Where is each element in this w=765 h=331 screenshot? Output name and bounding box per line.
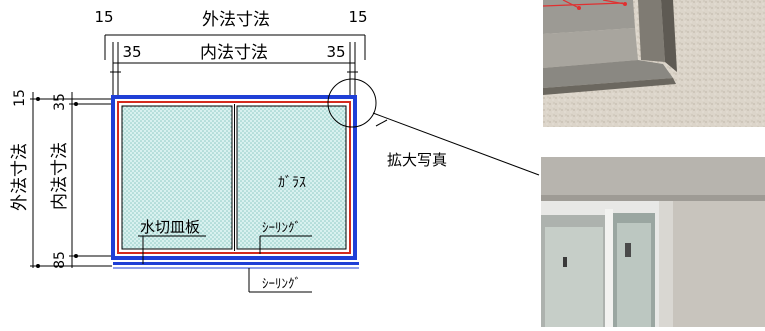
left-dimensions xyxy=(30,92,112,268)
magnify-leader xyxy=(372,112,540,176)
magnify-circle xyxy=(327,78,377,128)
enlarged-photo-sill xyxy=(543,0,765,127)
outer-height-label: 外法寸法 xyxy=(10,143,30,211)
glass-label: ｶﾞﾗｽ xyxy=(278,175,306,191)
window-frame xyxy=(111,95,359,269)
sill-plate-label: 水切皿板 xyxy=(140,218,200,236)
inner-width-label: 内法寸法 xyxy=(200,43,268,63)
sealing-outer-label: ｼｰﾘﾝｸﾞ xyxy=(262,277,301,292)
side-bottom: 85 xyxy=(52,251,68,269)
top-left-margin: 15 xyxy=(94,8,113,26)
outer-width-label: 外法寸法 xyxy=(202,10,270,30)
inner-right-margin: 35 xyxy=(326,43,345,61)
side-top-margin: 15 xyxy=(12,89,28,107)
inner-height-label: 内法寸法 xyxy=(50,142,70,210)
glass-panes xyxy=(121,104,347,251)
enlarged-photo-window xyxy=(541,157,765,327)
top-right-margin: 15 xyxy=(348,8,367,26)
top-dimensions xyxy=(104,34,366,96)
sealing-inner-label: ｼｰﾘﾝｸﾞ xyxy=(262,221,301,236)
side-inner-top: 35 xyxy=(52,93,68,111)
inner-left-margin: 35 xyxy=(122,43,141,61)
enlarged-photo-label: 拡大写真 xyxy=(387,151,447,169)
